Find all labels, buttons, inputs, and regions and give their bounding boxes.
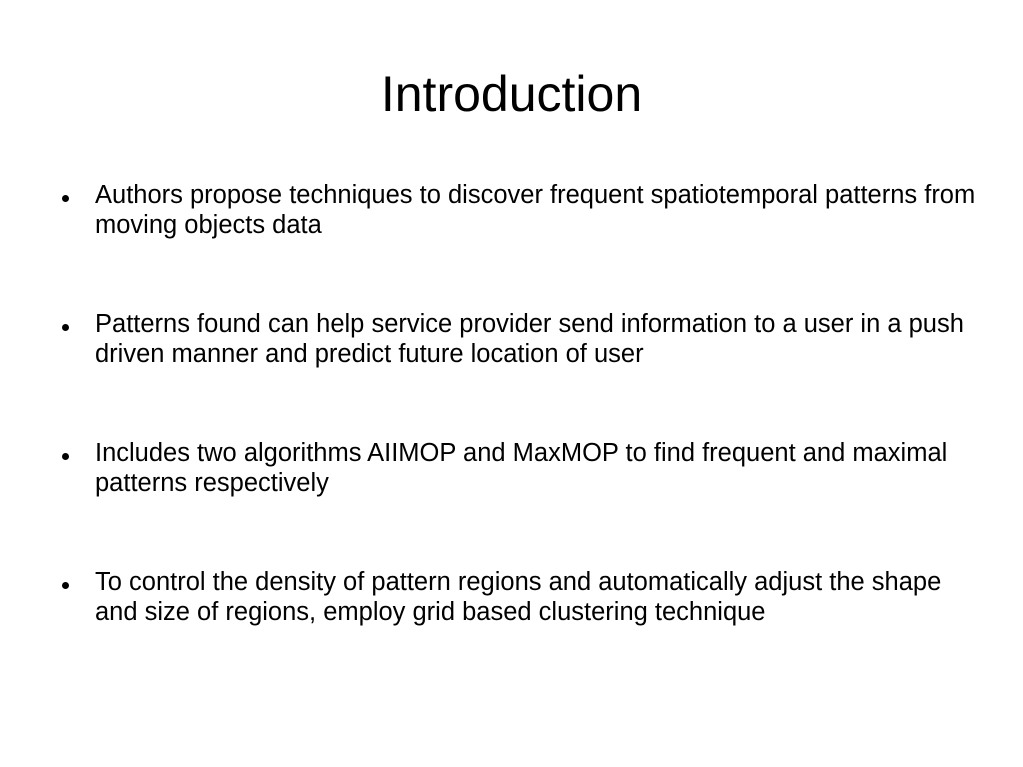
bullet-text: Includes two algorithms AIIMOP and MaxMO…: [95, 439, 948, 497]
bullet-dot-icon: [62, 582, 69, 589]
bullet-list: Authors propose techniques to discover f…: [60, 180, 990, 627]
bullet-dot-icon: [62, 453, 69, 460]
bullet-item: Patterns found can help service provider…: [60, 309, 990, 369]
bullet-text: Authors propose techniques to discover f…: [95, 181, 976, 239]
bullet-text: To control the density of pattern region…: [95, 568, 942, 626]
bullet-dot-icon: [62, 324, 69, 331]
slide-title: Introduction: [380, 66, 643, 122]
bullet-item: To control the density of pattern region…: [60, 567, 990, 627]
bullet-text: Patterns found can help service provider…: [95, 310, 964, 368]
bullet-item: Authors propose techniques to discover f…: [60, 180, 990, 240]
bullet-dot-icon: [62, 195, 69, 202]
bullet-item: Includes two algorithms AIIMOP and MaxMO…: [60, 438, 990, 498]
